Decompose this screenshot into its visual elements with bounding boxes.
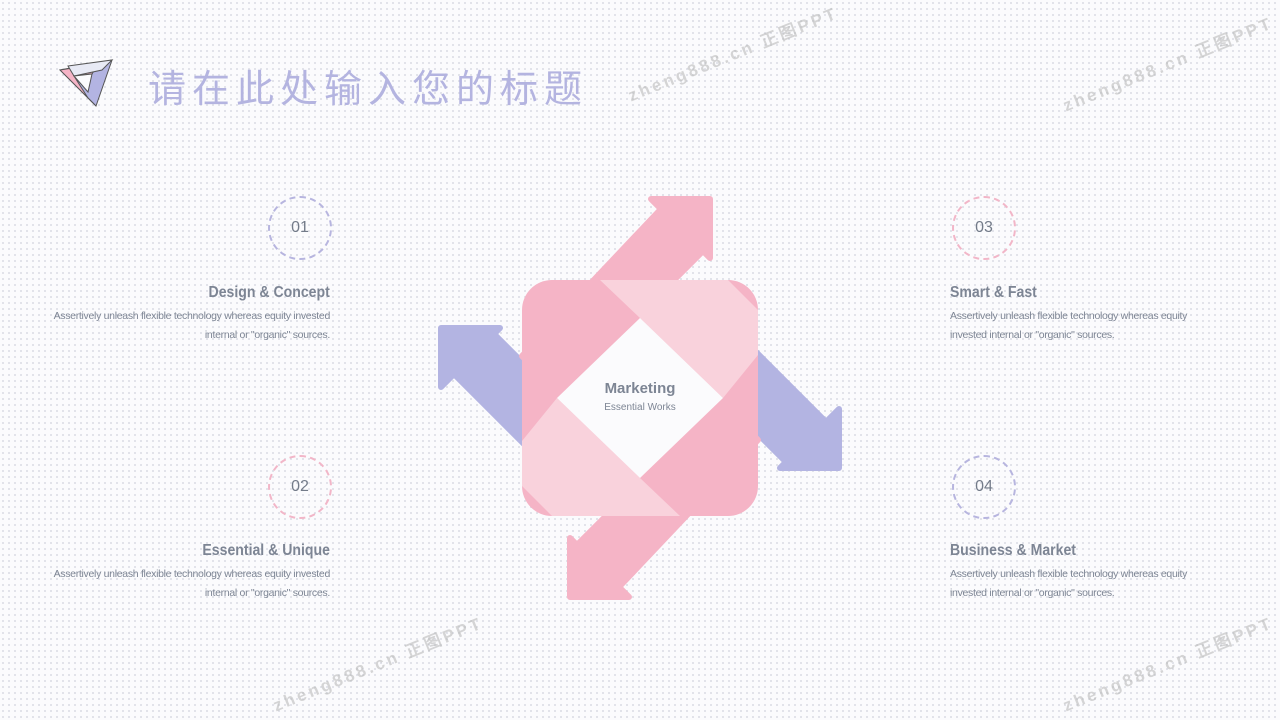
step-description: Assertively unleash flexible technology … — [53, 310, 331, 341]
step-number-badge: 02 — [268, 455, 332, 519]
ring-center — [557, 318, 723, 478]
logo-triangle-icon — [58, 59, 114, 107]
step-heading: Design & Concept — [208, 284, 330, 301]
ring-band-bottom-left — [522, 398, 680, 516]
step-number-badge: 01 — [268, 196, 332, 260]
step-description: Assertively unleash flexible technology … — [53, 568, 331, 599]
center-subtitle: Essential Works — [604, 402, 676, 413]
step-description: Assertively unleash flexible technology … — [950, 310, 1188, 341]
step-number-badge: 03 — [952, 196, 1016, 260]
center-title: Marketing — [604, 380, 676, 397]
step-heading: Smart & Fast — [950, 284, 1037, 301]
page-title: 请在此处输入您的标题 — [148, 67, 589, 111]
step-heading: Essential & Unique — [202, 542, 330, 559]
step-number-badge: 04 — [952, 455, 1016, 519]
step-heading: Business & Market — [950, 542, 1076, 559]
ring-band-top-right — [600, 280, 758, 398]
step-description: Assertively unleash flexible technology … — [950, 568, 1188, 599]
